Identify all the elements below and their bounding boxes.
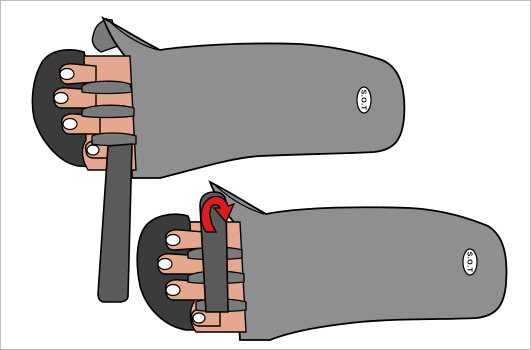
upper-nail-3: [63, 119, 77, 130]
lower-glove-sleeve: [210, 182, 506, 340]
upper-sep-2: [82, 105, 134, 117]
upper-brand-logo: S.O.T: [357, 87, 371, 113]
upper-nail-4: [87, 145, 99, 155]
upper-nail-1: [60, 69, 74, 80]
lower-nail-2: [158, 259, 172, 270]
lower-brand-logo: S.O.T: [463, 249, 477, 275]
lower-glove-group: S.O.T: [137, 182, 506, 340]
upper-nail-2: [54, 93, 68, 104]
lower-nail-4: [193, 313, 205, 323]
lower-nail-3: [166, 285, 180, 296]
upper-brand-logo-text: S.O.T: [360, 90, 367, 111]
lower-nail-1: [166, 235, 180, 246]
upper-sep-1: [82, 81, 132, 93]
lower-brand-logo-text: S.O.T: [466, 252, 473, 273]
